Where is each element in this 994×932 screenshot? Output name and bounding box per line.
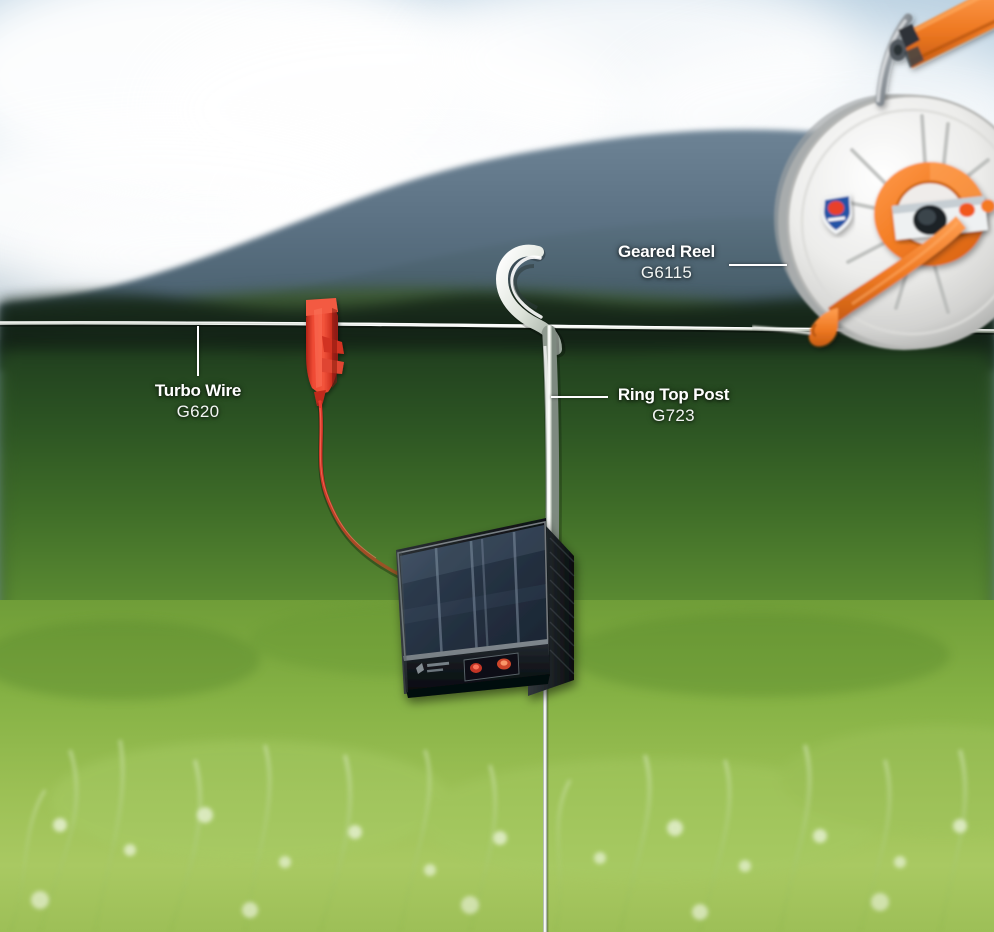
callout-code-geared-reel: G6115 bbox=[640, 263, 693, 282]
callout-code-ring-top-post: G723 bbox=[652, 406, 695, 425]
callout-code-turbo-wire: G620 bbox=[176, 402, 220, 421]
leader-line-turbo-wire bbox=[197, 326, 199, 376]
callout-ring-top-post: Ring Top Post G723 bbox=[570, 385, 777, 426]
solar-energizer bbox=[396, 518, 575, 698]
callout-name-turbo-wire: Turbo Wire bbox=[154, 381, 242, 400]
callout-geared-reel: Geared Reel G6115 bbox=[563, 242, 770, 283]
geared-reel bbox=[752, 0, 994, 350]
callout-turbo-wire: Turbo Wire G620 bbox=[98, 381, 298, 422]
leader-line-ring-top-post bbox=[551, 396, 608, 398]
leader-line-geared-reel bbox=[729, 264, 787, 266]
callout-name-geared-reel: Geared Reel bbox=[617, 242, 716, 261]
callout-name-ring-top-post: Ring Top Post bbox=[617, 385, 730, 404]
